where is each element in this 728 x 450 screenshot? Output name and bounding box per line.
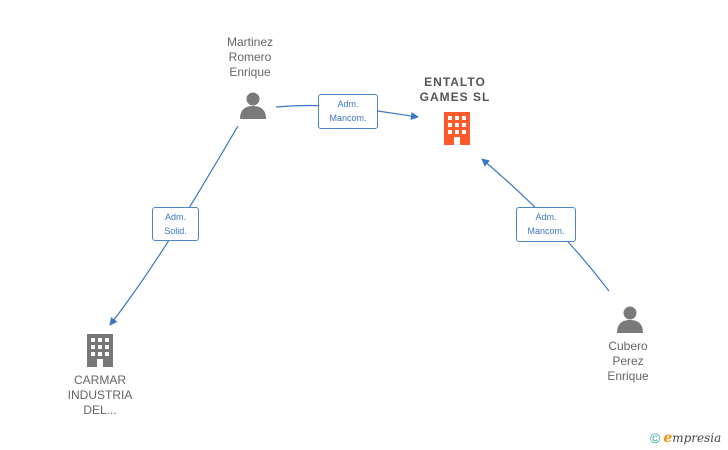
edge-label-martinez-center[interactable]: Adm. Mancom. <box>318 94 378 129</box>
person-icon[interactable] <box>238 90 268 120</box>
company-name-line: GAMES SL <box>419 90 491 104</box>
company-name-line: INDUSTRIA <box>67 388 133 402</box>
company-name-line: ENTALTO <box>424 75 486 89</box>
company-label-entalto[interactable]: ENTALTO GAMES SL <box>400 75 510 105</box>
person-name-line: Perez <box>612 354 644 368</box>
edge-label-line: Mancom. <box>329 113 367 123</box>
person-name-line: Romero <box>228 50 272 64</box>
person-name-line: Martinez <box>226 35 273 49</box>
building-icon[interactable] <box>441 110 473 146</box>
company-label-carmar[interactable]: CARMAR INDUSTRIA DEL... <box>55 373 145 418</box>
brand-logo-initial: e <box>663 430 673 446</box>
brand-footer: ©empresia <box>650 430 721 446</box>
edge-label-line: Adm. <box>337 99 359 109</box>
building-icon[interactable] <box>84 332 116 368</box>
person-name-line: Enrique <box>229 65 271 79</box>
company-name-line: DEL... <box>83 403 117 417</box>
brand-logo-rest: mpresia <box>672 431 722 445</box>
edge-label-cubero-center[interactable]: Adm. Mancom. <box>516 207 576 242</box>
edge-label-line: Adm. <box>535 212 557 222</box>
person-icon[interactable] <box>615 304 645 334</box>
person-name-line: Cubero <box>608 339 648 353</box>
person-name-line: Enrique <box>607 369 649 383</box>
person-label-martinez[interactable]: Martinez Romero Enrique <box>210 35 290 80</box>
person-label-cubero[interactable]: Cubero Perez Enrique <box>588 339 668 384</box>
copyright-symbol: © <box>650 430 661 446</box>
edge-label-line: Adm. <box>164 212 186 222</box>
company-name-line: CARMAR <box>73 373 126 387</box>
edge-label-line: Solid. <box>164 226 187 236</box>
edge-label-line: Mancom. <box>527 226 565 236</box>
edge-label-martinez-carmar[interactable]: Adm. Solid. <box>152 207 199 241</box>
brand-logo: empresia <box>663 430 722 446</box>
